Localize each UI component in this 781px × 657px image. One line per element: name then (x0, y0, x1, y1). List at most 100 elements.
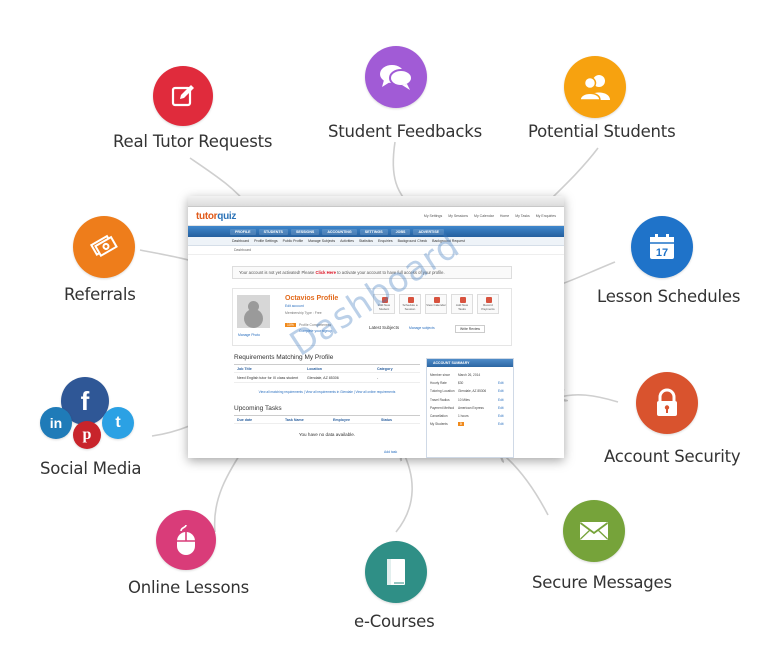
envelope-icon (579, 522, 609, 540)
student-feedbacks-label: Student Feedbacks (328, 122, 482, 141)
main-nav: PROFILE STUDENTS SESSIONS ACCOUNTING SET… (188, 226, 564, 237)
add-task-button[interactable]: Add New Tasks (451, 294, 473, 314)
manage-subjects-link[interactable]: Manage subjects (409, 326, 435, 330)
sub-nav: Dashboard Profile Settings Public Profil… (188, 237, 564, 246)
book-icon (387, 559, 405, 585)
calendar-day-number: 17 (656, 247, 668, 259)
activate-link[interactable]: Click Here (315, 270, 336, 275)
profile-name: Octavios Profile (285, 295, 339, 302)
real-tutor-requests-badge (153, 66, 213, 126)
potential-students-label: Potential Students (528, 122, 676, 141)
account-summary-header: ACCOUNT SUMMARY (427, 359, 513, 367)
mouse-icon (177, 524, 195, 555)
completion-badge: 10% (285, 323, 296, 327)
top-link[interactable]: My Enquiries (535, 214, 556, 218)
col-header: Status (381, 417, 392, 422)
col-header: Task Name (285, 417, 304, 422)
profile-completion: Profile Completeness (299, 323, 332, 327)
col-header: Location (307, 366, 322, 371)
manage-photo-link[interactable]: Manage Photo (238, 333, 261, 337)
users-icon (579, 75, 610, 101)
subnav-item[interactable]: Dashboard (232, 239, 250, 243)
lock-icon (657, 388, 677, 416)
referrals-label: Referrals (64, 285, 136, 304)
requirements-table: Job Title Location Category Need English… (234, 364, 420, 394)
top-link[interactable]: My Tasks (515, 214, 530, 218)
edit-icon (171, 85, 194, 107)
cell: - (377, 375, 379, 380)
latest-subjects: Latest Subjects (369, 325, 400, 330)
top-link[interactable]: My Settings (423, 214, 443, 218)
add-student-button[interactable]: Add New Student (373, 294, 395, 314)
complete-signup-link[interactable]: Complete your signup (299, 329, 332, 333)
nav-tab[interactable]: SESSIONS (290, 228, 320, 235)
edit-link[interactable]: Edit (498, 381, 504, 386)
profile-summary: Manage Photo Octavios Profile Edit accou… (232, 288, 512, 346)
schedule-session-button[interactable]: Schedule a Session (399, 294, 421, 314)
secure-messages-label: Secure Messages (532, 573, 672, 592)
view-calendar-button[interactable]: View Calendar (425, 294, 447, 314)
avatar[interactable] (237, 295, 270, 328)
top-links: My Settings My Sessions My Calendar Home… (424, 214, 556, 218)
top-link[interactable]: My Sessions (448, 214, 469, 218)
top-link[interactable]: My Calendar (474, 214, 494, 218)
edit-link[interactable]: Edit (498, 405, 504, 410)
calendar-icon: 17 (650, 234, 674, 259)
twitter-icon[interactable]: t (102, 407, 134, 439)
requirement-links[interactable]: View all matching requirements | View al… (258, 390, 396, 394)
col-header: Due date (237, 417, 253, 422)
nav-tab[interactable]: ACCOUNTING (322, 228, 357, 235)
dashboard-topbar: tutorquiz My Settings My Sessions My Cal… (188, 207, 564, 226)
tasks-table: Due date Task Name Employee Status You h… (234, 415, 420, 437)
subnav-item[interactable]: Activities (340, 239, 354, 243)
nav-tab[interactable]: ADVERTISE (413, 228, 445, 235)
write-review-button[interactable]: Write Review (455, 325, 485, 333)
chat-bubbles-icon (380, 65, 413, 90)
activation-alert: Your account is not yet activated! Pleas… (232, 266, 512, 279)
breadcrumb: Dashboard (188, 246, 564, 255)
table-header: Job Title Location Category (234, 365, 420, 373)
real-tutor-requests-label: Real Tutor Requests (113, 132, 273, 151)
edit-link[interactable]: Edit (498, 414, 504, 419)
subnav-item[interactable]: Statistics (358, 239, 373, 243)
table-row[interactable]: Need English tutor for IX class student … (234, 373, 420, 383)
edit-link[interactable]: Edit (498, 422, 504, 427)
e-courses-badge (365, 541, 427, 603)
nav-tab[interactable]: JOBS (390, 228, 411, 235)
nav-tab[interactable]: PROFILE (230, 228, 256, 235)
table-header: Due date Task Name Employee Status (234, 416, 420, 424)
nav-tab[interactable]: STUDENTS (258, 228, 288, 235)
add-task-link[interactable]: Add task (384, 450, 398, 454)
potential-students-badge (564, 56, 626, 118)
nav-tab[interactable]: SETTINGS (359, 228, 388, 235)
subnav-item[interactable]: Background Check (397, 239, 428, 243)
subnav-item[interactable]: Background Request (432, 239, 465, 243)
money-stack-icon (89, 234, 118, 258)
account-security-label: Account Security (604, 447, 741, 466)
online-lessons-badge (156, 510, 216, 570)
record-payments-button[interactable]: Record Payments (477, 294, 499, 314)
subnav-item[interactable]: Manage Subjects (308, 239, 336, 243)
top-link[interactable]: Home (499, 214, 510, 218)
edit-account-link[interactable]: Edit account (285, 304, 304, 308)
subnav-item[interactable]: Profile Settings (254, 239, 278, 243)
dashboard-screenshot: tutorquiz My Settings My Sessions My Cal… (188, 196, 564, 458)
no-data-message: You have no data available. (298, 432, 356, 437)
e-courses-label: e-Courses (354, 612, 435, 631)
pinterest-icon[interactable]: p (73, 421, 101, 449)
tasks-title: Upcoming Tasks (234, 405, 282, 412)
edit-link[interactable]: Edit (498, 389, 504, 394)
edit-link[interactable]: Edit (498, 397, 504, 402)
col-header: Employee (333, 417, 350, 422)
cell: Need English tutor for IX class student (237, 375, 299, 380)
subnav-item[interactable]: Enquiries (377, 239, 393, 243)
linkedin-icon[interactable]: in (40, 407, 72, 439)
secure-messages-badge (563, 500, 625, 562)
subnav-item[interactable]: Public Profile (282, 239, 304, 243)
